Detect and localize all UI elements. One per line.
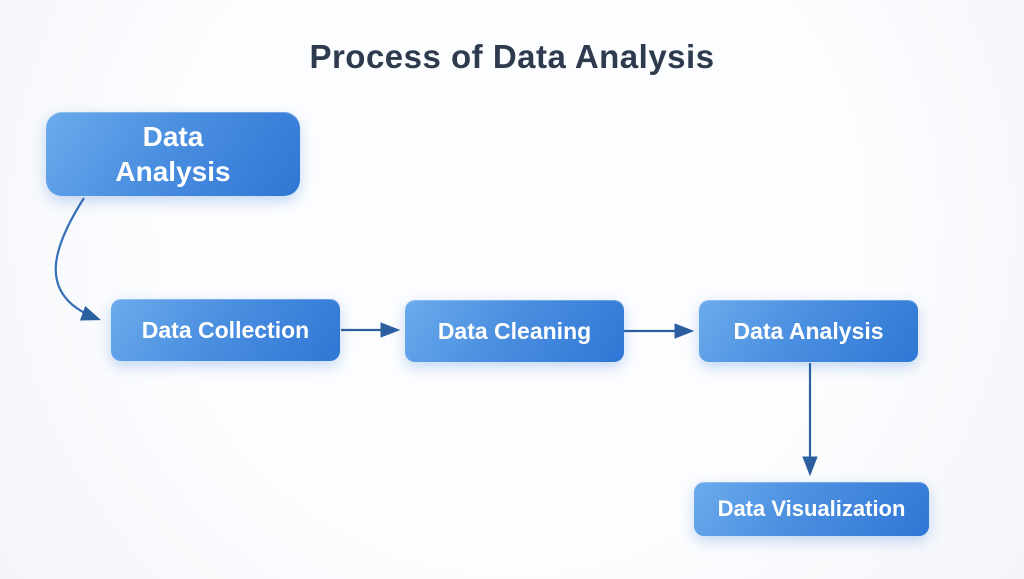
node-data-collection-label: Data Collection bbox=[141, 316, 310, 343]
node-data-collection: Data Collection bbox=[111, 299, 340, 361]
node-data-analysis-start-label: Data Analysis bbox=[115, 121, 231, 187]
node-data-analysis-label: Data Analysis bbox=[733, 317, 884, 344]
page-title: Process of Data Analysis bbox=[309, 38, 715, 75]
edge-start-to-collection-arrow bbox=[54, 197, 102, 321]
node-data-visualization: Data Visualization bbox=[694, 482, 929, 536]
node-data-visualization-label: Data Visualization bbox=[717, 496, 906, 521]
node-data-cleaning-label: Data Cleaning bbox=[437, 317, 592, 344]
node-data-analysis-start: Data Analysis bbox=[46, 112, 300, 196]
node-data-cleaning: Data Cleaning bbox=[405, 300, 624, 362]
node-data-analysis: Data Analysis bbox=[699, 300, 918, 362]
